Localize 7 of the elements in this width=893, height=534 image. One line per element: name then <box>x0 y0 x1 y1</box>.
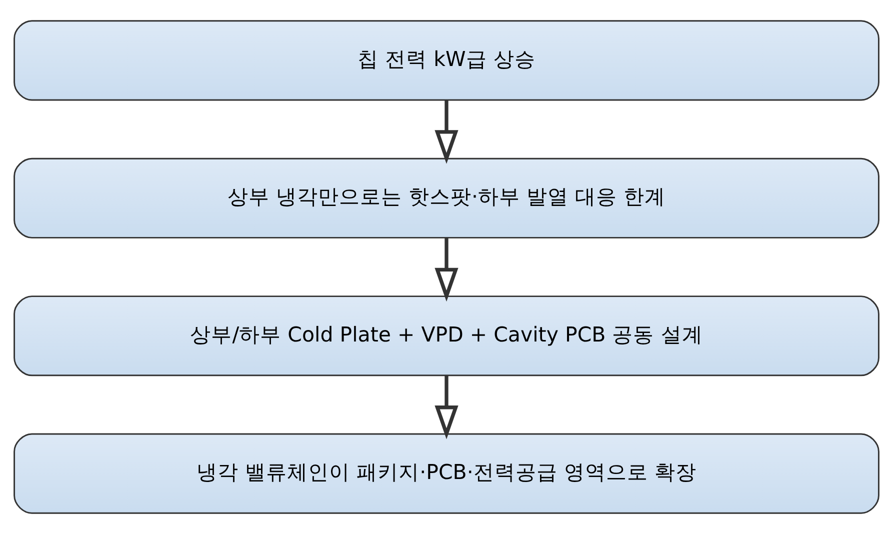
node-box: 상부 냉각만으로는 핫스팟·하부 발열 대응 한계 <box>14 158 880 238</box>
arrow <box>434 100 458 164</box>
arrow <box>434 238 458 302</box>
node-box: 상부/하부 Cold Plate + VPD + Cavity PCB 공동 설계 <box>14 296 880 376</box>
node-box: 냉각 밸류체인이 패키지·PCB·전력공급 영역으로 확장 <box>14 433 880 514</box>
arrow <box>434 376 458 440</box>
node-box: 칩 전력 kW급 상승 <box>14 20 880 101</box>
